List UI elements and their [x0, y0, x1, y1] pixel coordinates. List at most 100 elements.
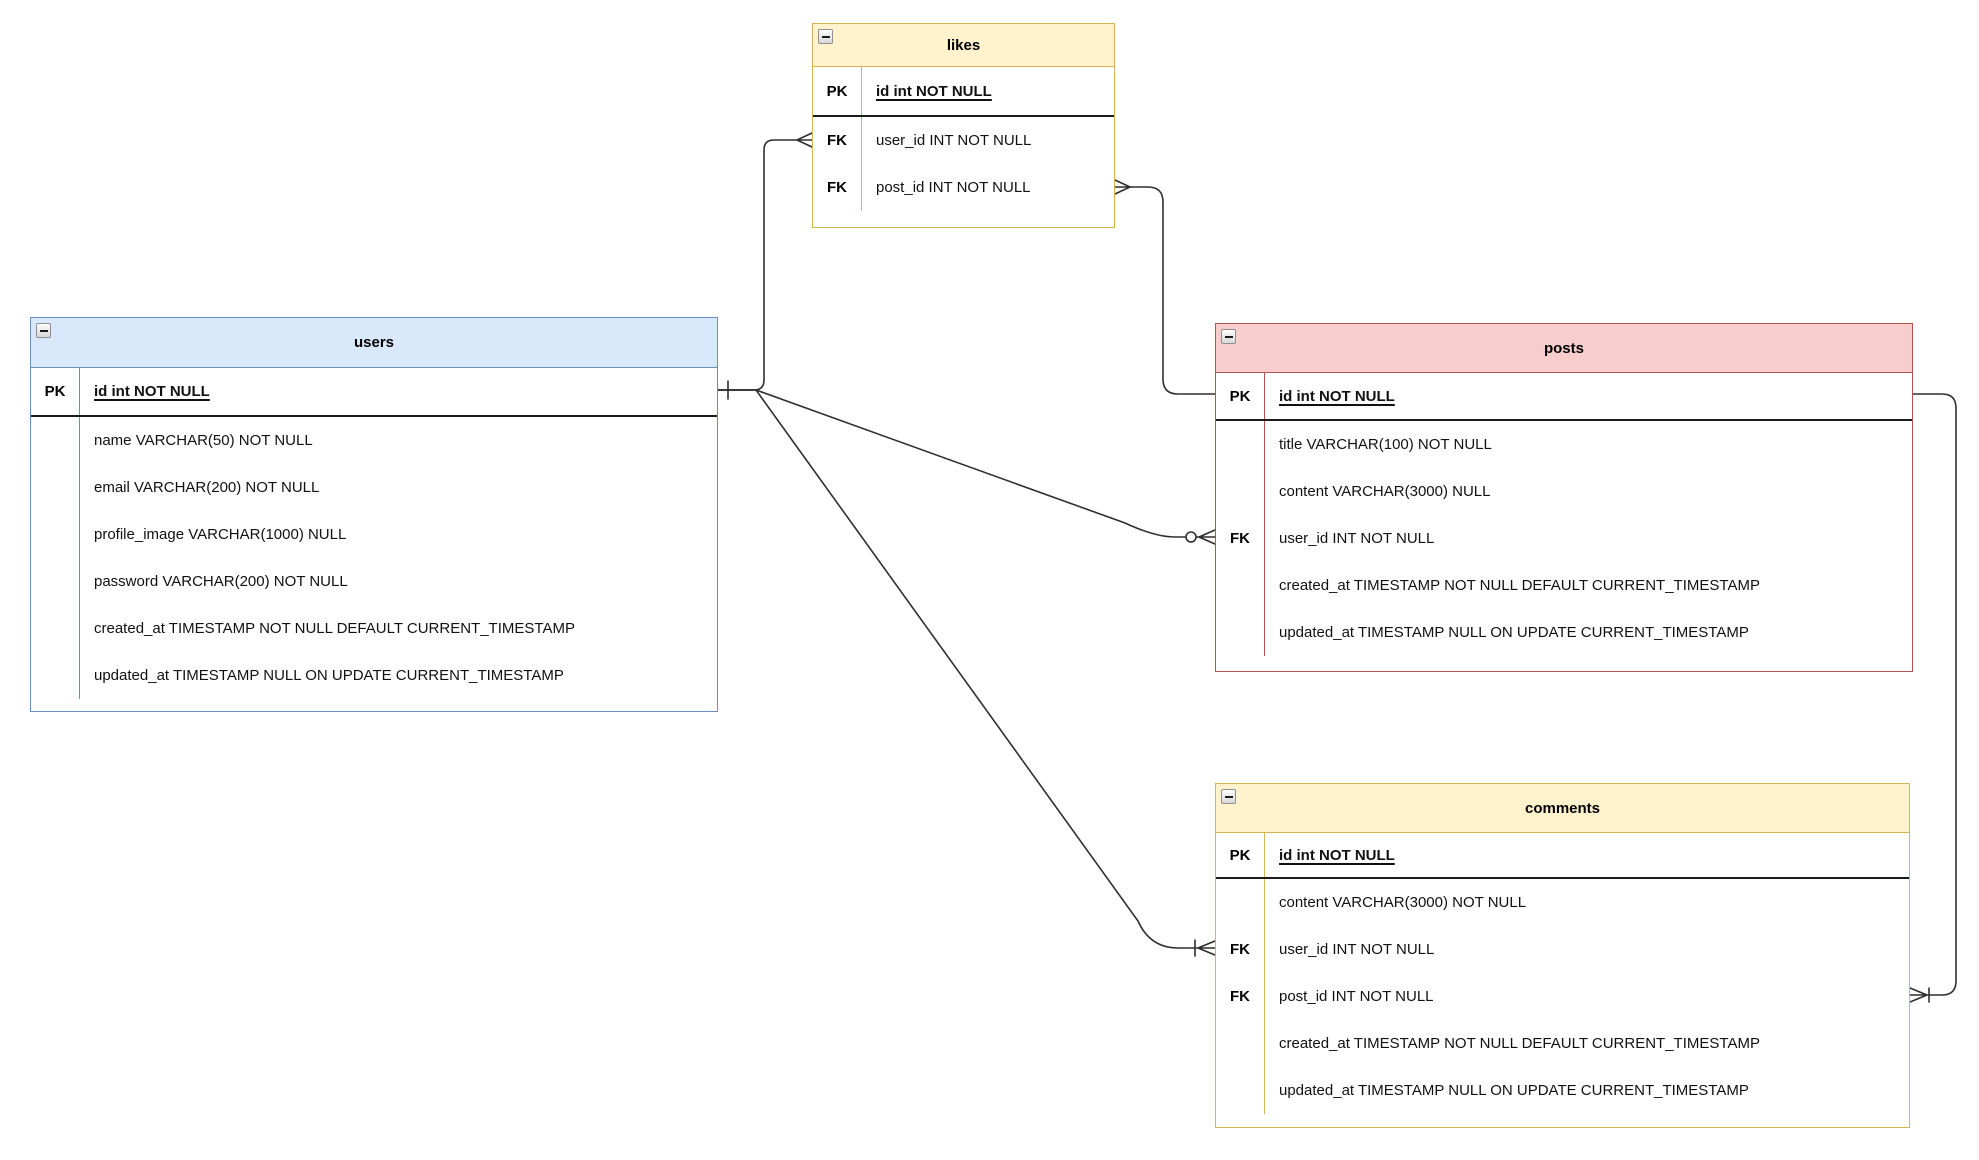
relation-segment — [1129, 186, 1216, 395]
relation-users-likes[interactable] — [717, 132, 813, 400]
table-header-likes[interactable]: likes — [813, 24, 1114, 67]
table-row[interactable]: created_at TIMESTAMP NOT NULL DEFAULT CU… — [1216, 562, 1912, 609]
table-title: comments — [1524, 799, 1601, 817]
row-field-text: content VARCHAR(3000) NULL — [1279, 483, 1491, 500]
table-row[interactable]: title VARCHAR(100) NOT NULL — [1216, 421, 1912, 468]
relation-segment — [717, 389, 1186, 538]
row-key-label: PK — [813, 67, 862, 115]
row-field-text: email VARCHAR(200) NOT NULL — [94, 479, 320, 496]
row-field-text: profile_image VARCHAR(1000) NULL — [94, 526, 347, 543]
table-row[interactable]: FK post_id INT NOT NULL — [1216, 973, 1909, 1020]
relation-users-posts[interactable] — [717, 389, 1216, 545]
table-title: users — [353, 334, 395, 351]
row-key-label — [1216, 468, 1265, 515]
row-field-text: user_id INT NOT NULL — [876, 132, 1032, 149]
row-key-label — [1216, 879, 1265, 926]
row-field-text: updated_at TIMESTAMP NULL ON UPDATE CURR… — [1279, 1082, 1749, 1099]
relation-segment — [717, 389, 1198, 949]
row-key-label: FK — [813, 117, 862, 164]
collapse-minus-icon[interactable] — [36, 323, 51, 338]
table-row[interactable]: content VARCHAR(3000) NULL — [1216, 468, 1912, 515]
row-field-text: post_id INT NOT NULL — [1279, 988, 1434, 1005]
collapse-minus-icon[interactable] — [1221, 329, 1236, 344]
row-field-text: user_id INT NOT NULL — [1279, 941, 1435, 958]
relation-segment — [1114, 179, 1131, 195]
row-key-label: PK — [31, 368, 80, 415]
table-row[interactable]: PK id int NOT NULL — [1216, 373, 1912, 421]
row-field-text: id int NOT NULL — [94, 383, 210, 400]
table-row[interactable]: password VARCHAR(200) NOT NULL — [31, 558, 717, 605]
table-row[interactable]: updated_at TIMESTAMP NULL ON UPDATE CURR… — [31, 652, 717, 699]
row-key-label — [1216, 609, 1265, 656]
table-title: likes — [946, 36, 981, 54]
row-field-text: updated_at TIMESTAMP NULL ON UPDATE CURR… — [94, 667, 564, 684]
row-key-label: FK — [1216, 973, 1265, 1020]
row-key-label: FK — [813, 164, 862, 211]
row-key-label — [31, 511, 80, 558]
row-field-text: content VARCHAR(3000) NOT NULL — [1279, 894, 1527, 911]
relation-segment — [1909, 987, 1928, 1003]
table-row[interactable]: FK user_id INT NOT NULL — [813, 117, 1114, 164]
row-key-label: FK — [1216, 926, 1265, 973]
row-field-text: created_at TIMESTAMP NOT NULL DEFAULT CU… — [1279, 577, 1760, 594]
row-field-text: created_at TIMESTAMP NOT NULL DEFAULT CU… — [1279, 1035, 1760, 1052]
table-row[interactable]: created_at TIMESTAMP NOT NULL DEFAULT CU… — [31, 605, 717, 652]
row-key-label — [31, 464, 80, 511]
row-field-text: id int NOT NULL — [1279, 387, 1395, 405]
row-key-label — [1216, 1020, 1265, 1067]
row-field-text: title VARCHAR(100) NOT NULL — [1279, 436, 1492, 453]
row-field-text: name VARCHAR(50) NOT NULL — [94, 432, 313, 449]
table-row[interactable]: email VARCHAR(200) NOT NULL — [31, 464, 717, 511]
table-row[interactable]: created_at TIMESTAMP NOT NULL DEFAULT CU… — [1216, 1020, 1909, 1067]
table-body: PK id int NOT NULL content VARCHAR(3000) N… — [1216, 833, 1909, 1114]
relation-segment — [1912, 393, 1957, 996]
row-key-label — [1216, 562, 1265, 609]
row-field-text: created_at TIMESTAMP NOT NULL DEFAULT CU… — [94, 620, 575, 637]
relation-users-comments[interactable] — [717, 389, 1216, 957]
row-field-text: updated_at TIMESTAMP NULL ON UPDATE CURR… — [1279, 624, 1749, 641]
relation-posts-comments[interactable] — [1909, 393, 1957, 1003]
table-row[interactable]: updated_at TIMESTAMP NULL ON UPDATE CURR… — [1216, 1067, 1909, 1114]
table-row[interactable]: PK id int NOT NULL — [1216, 833, 1909, 879]
row-key-label — [1216, 421, 1265, 468]
row-field-text: post_id INT NOT NULL — [876, 179, 1031, 196]
table-header-users[interactable]: users — [31, 318, 717, 368]
relation-segment — [796, 132, 813, 148]
table-row[interactable]: profile_image VARCHAR(1000) NULL — [31, 511, 717, 558]
table-header-posts[interactable]: posts — [1216, 324, 1912, 373]
table-row[interactable]: PK id int NOT NULL — [31, 368, 717, 417]
row-key-label — [1216, 1067, 1265, 1114]
relation-segment — [717, 139, 798, 391]
table-row[interactable]: updated_at TIMESTAMP NULL ON UPDATE CURR… — [1216, 609, 1912, 656]
row-field-text: user_id INT NOT NULL — [1279, 530, 1435, 547]
row-key-label: PK — [1216, 833, 1265, 877]
table-row[interactable]: FK post_id INT NOT NULL — [813, 164, 1114, 211]
relation-segment — [1197, 940, 1216, 956]
table-row[interactable]: FK user_id INT NOT NULL — [1216, 926, 1909, 973]
table-row[interactable]: PK id int NOT NULL — [813, 67, 1114, 117]
table-body: PK id int NOT NULL title VARCHAR(100) NOT … — [1216, 373, 1912, 656]
table-row[interactable]: name VARCHAR(50) NOT NULL — [31, 417, 717, 464]
collapse-minus-icon[interactable] — [818, 29, 833, 44]
collapse-minus-icon[interactable] — [1221, 789, 1236, 804]
row-field-text: password VARCHAR(200) NOT NULL — [94, 573, 348, 590]
table-header-comments[interactable]: comments — [1216, 784, 1909, 833]
row-key-label: PK — [1216, 373, 1265, 419]
row-key-label — [31, 417, 80, 464]
row-key-label — [31, 558, 80, 605]
relation-likes-posts[interactable] — [1114, 179, 1216, 395]
row-field-text: id int NOT NULL — [876, 82, 992, 100]
zero-cardinality-circle — [1185, 531, 1197, 543]
row-field-text: id int NOT NULL — [1279, 846, 1395, 864]
table-row[interactable]: content VARCHAR(3000) NOT NULL — [1216, 879, 1909, 926]
table-body: PK id int NOT NULL name VARCHAR(50) NOT NU… — [31, 368, 717, 699]
row-key-label — [31, 652, 80, 699]
